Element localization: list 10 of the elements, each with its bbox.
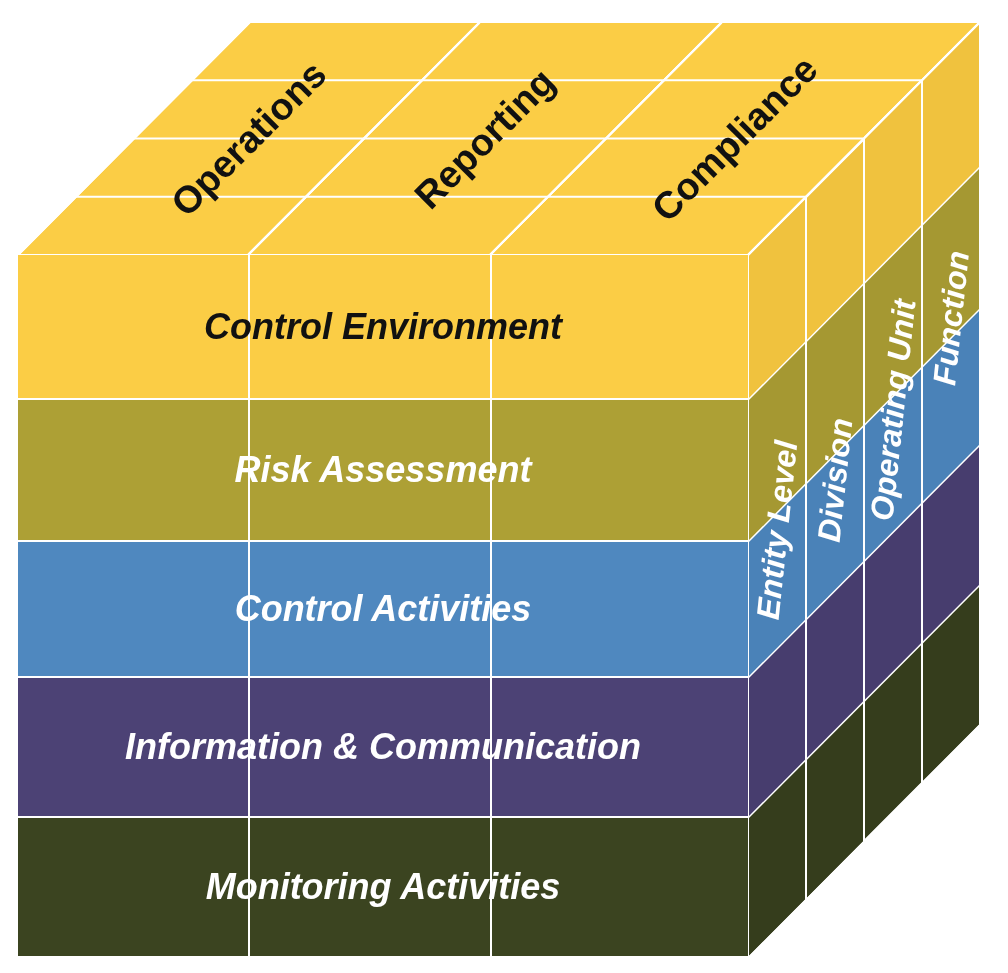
- unit-label: Division: [809, 415, 861, 544]
- layer-band: [18, 542, 748, 678]
- unit-slice: [864, 80, 922, 842]
- unit-slice: [922, 22, 980, 784]
- unit-label: Operating Unit: [862, 297, 924, 524]
- unit-label: Function: [925, 248, 977, 388]
- layer-band: [18, 818, 748, 958]
- layer-band: [18, 255, 748, 400]
- unit-label: Entity Level: [748, 437, 806, 622]
- layer-band: [18, 400, 748, 542]
